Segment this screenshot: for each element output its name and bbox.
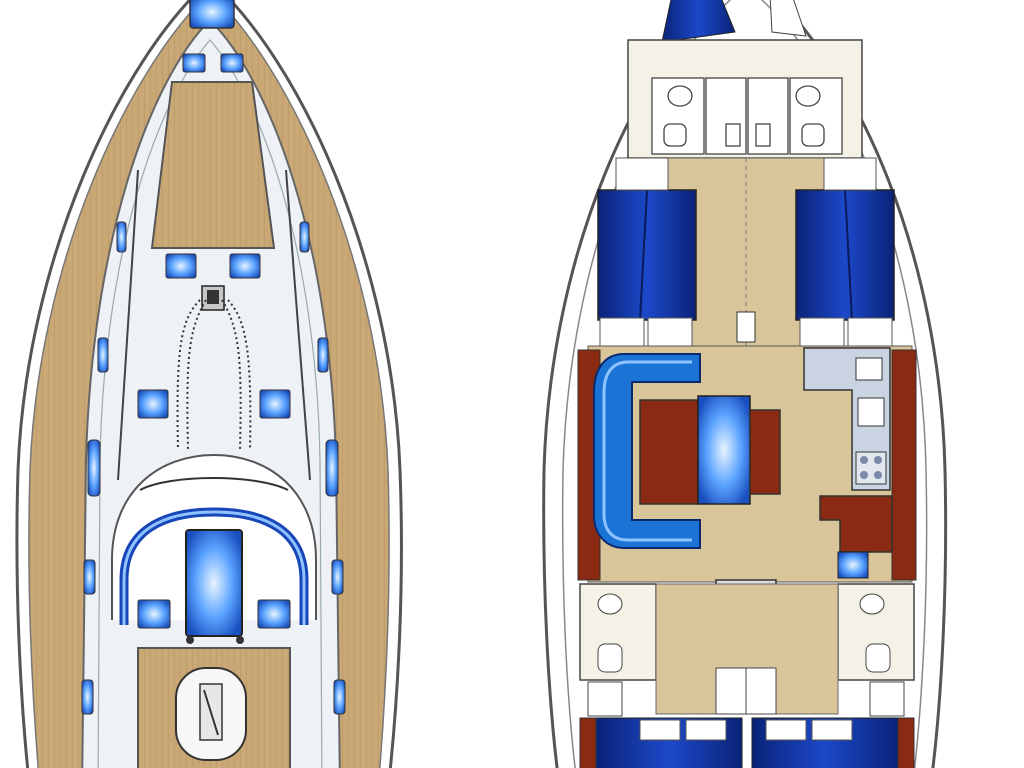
saloon-table-leaf-right (749, 409, 781, 495)
saloon-sofa (593, 353, 701, 549)
locker-fwd-starboard (823, 157, 877, 191)
aft-wood-port (579, 717, 597, 768)
winch-left (186, 636, 194, 644)
aft-locker-port (587, 681, 623, 717)
aft-wood-starboard (897, 717, 915, 768)
cabin-fwd-starboard (795, 189, 895, 321)
vent-hatch-left (182, 53, 206, 73)
deck-hatch-2-right (229, 253, 261, 279)
cabin-fwd-port (597, 189, 697, 321)
sofa-highlight (602, 360, 692, 542)
nav-seat (837, 551, 869, 579)
cockpit-hatch-left (137, 599, 171, 629)
forward-berth-right (769, 0, 807, 37)
genoa-tracks (117, 169, 311, 481)
cockpit-hatch-right (257, 599, 291, 629)
interior-plan (542, 0, 948, 768)
deck-inner-line (97, 39, 323, 768)
cabin-pillows (599, 317, 893, 347)
galley-stove (855, 451, 887, 485)
deck-hatch-3-right (259, 389, 291, 419)
forward-heads-fixtures (651, 77, 843, 155)
vent-hatch-right (220, 53, 244, 73)
companionway-hatch (185, 529, 243, 637)
deck-hatch-3-left (137, 389, 169, 419)
winch-right (236, 636, 244, 644)
mast-step (736, 311, 756, 343)
mast (207, 290, 219, 304)
forward-teak-pad (150, 81, 276, 249)
cockpit-bench-arc-inner (122, 510, 306, 625)
halyard-lines (176, 299, 252, 451)
galley-fridge (855, 357, 883, 381)
locker-fwd-port (615, 157, 669, 191)
traveler-arc (139, 477, 289, 491)
aft-locker-starboard (869, 681, 905, 717)
stove-burners (860, 456, 882, 479)
pedestal-detail (203, 689, 219, 736)
bow-hatch (189, 0, 235, 29)
saloon-wood-starboard (891, 349, 917, 581)
forward-berth (661, 0, 736, 43)
galley-sink (857, 397, 885, 427)
aft-cabin-pillows (639, 719, 853, 741)
portlights (81, 221, 346, 715)
deck-hatch-2-left (165, 253, 197, 279)
deck-plan (15, 0, 403, 768)
saloon-table-leaf-left (639, 399, 699, 505)
aft-head-fixtures (597, 593, 891, 673)
saloon-table-center (697, 395, 751, 505)
